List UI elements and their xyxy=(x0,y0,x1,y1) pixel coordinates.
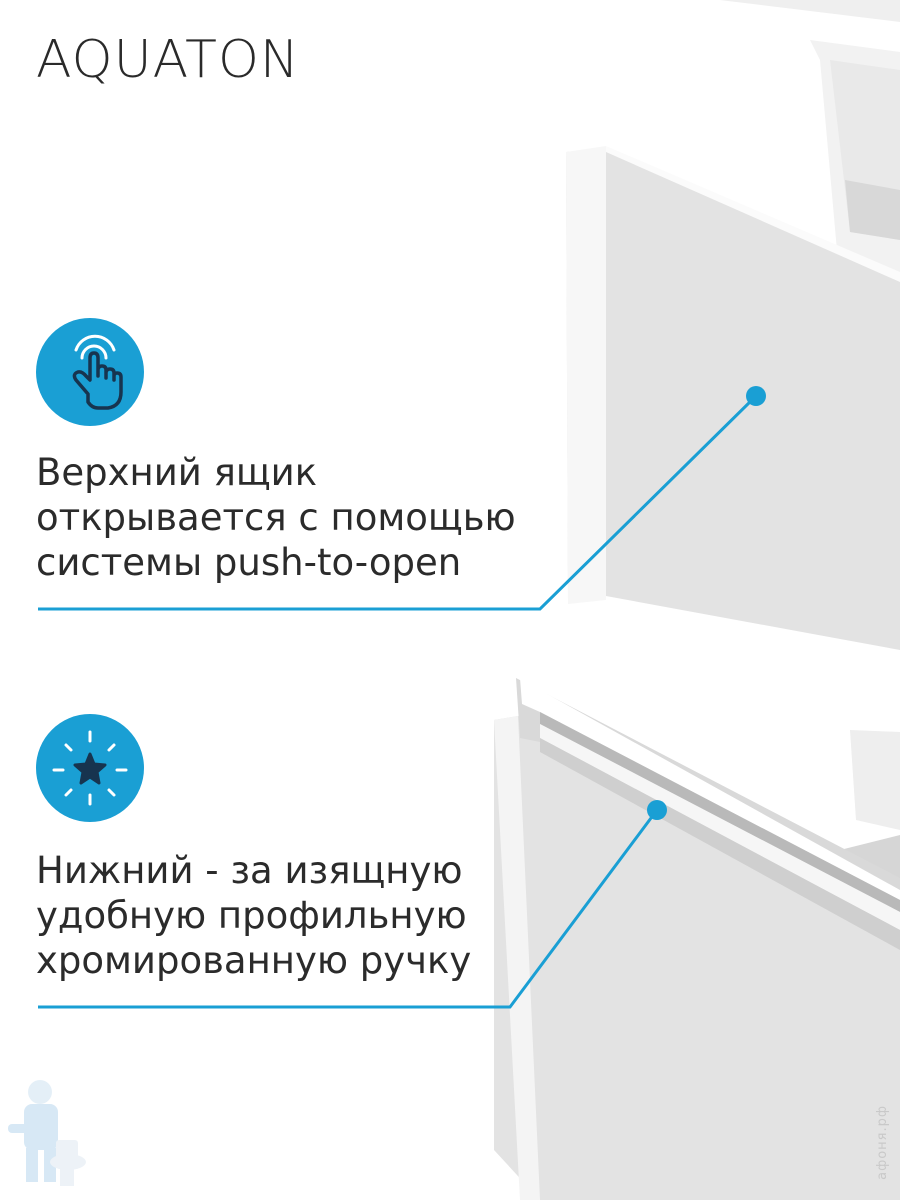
upper-drawer-front xyxy=(566,146,900,650)
feature-line: системы push-to-open xyxy=(36,541,462,584)
site-watermark: афоня.рф xyxy=(875,1105,890,1180)
callout-lower xyxy=(38,800,667,1009)
feature-line: Нижний - за изящную xyxy=(36,849,463,892)
feature-line: удобную профильную xyxy=(36,894,467,937)
cabinet-top-edge xyxy=(700,0,900,280)
feature-upper-drawer-text: Верхний ящик открывается с помощью систе… xyxy=(36,450,516,585)
mascot-watermark xyxy=(8,1080,86,1186)
chrome-handle xyxy=(516,678,900,950)
touch-hand-icon xyxy=(36,318,144,426)
feature-line: хромированную ручку xyxy=(36,939,472,982)
brand-logo: AQUATON xyxy=(36,30,300,90)
feature-line: открывается с помощью xyxy=(36,496,516,539)
star-sparkle-icon xyxy=(36,714,144,822)
callout-upper xyxy=(38,386,766,611)
feature-lower-drawer-text: Нижний - за изящную удобную профильную х… xyxy=(36,848,471,983)
feature-line: Верхний ящик xyxy=(36,451,318,494)
lower-drawer-front xyxy=(494,716,900,1200)
